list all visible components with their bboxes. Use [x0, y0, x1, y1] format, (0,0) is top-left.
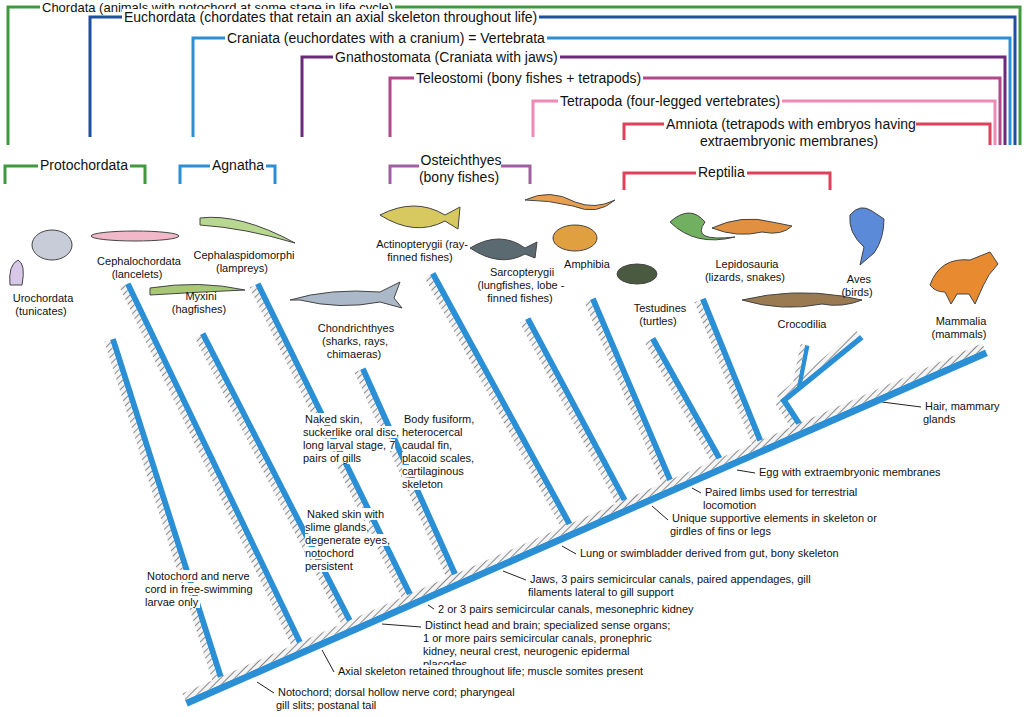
label-text: Reptilia: [696, 164, 747, 180]
label-text: Aves (birds): [841, 273, 874, 298]
branch-face: [185, 350, 988, 707]
branch-face: [182, 343, 985, 700]
label-text: Myxini (hagfishes): [172, 290, 228, 315]
group-label: Reptilia: [696, 164, 766, 181]
label-text: Naked skin with slime glands, degenerate…: [305, 508, 390, 572]
branch-face: [694, 300, 760, 450]
character-label: Axial skeleton retained throughout life;…: [336, 665, 676, 678]
taxon-label: Actinopterygii (ray-finned fishes): [366, 238, 476, 264]
group-label: Euchordata (chordates that retain an axi…: [122, 9, 642, 26]
label-text: Gnathostomata (Craniata with jaws): [333, 49, 560, 65]
taxon-label: Cephalaspidomorphi (lampreys): [183, 249, 303, 275]
character-label: Notochord and nerve cord in free-swimmin…: [145, 570, 253, 609]
label-text: Amphibia: [562, 258, 612, 270]
branch-face: [430, 272, 575, 531]
group-label: Craniata (euchordates with a cranium) = …: [225, 30, 645, 47]
character-label: Egg with extraembryonic membranes: [757, 466, 967, 479]
taxon-label: Myxini (hagfishes): [160, 290, 240, 316]
label-text: Lepidosauria (lizards, snakes): [705, 258, 787, 283]
cladogram-bars: [104, 272, 988, 706]
character-label: Hair, mammary glands: [923, 400, 1018, 426]
character-label: Unique supportive elements in skeleton o…: [670, 512, 905, 538]
label-text: Egg with extraembryonic membranes: [757, 466, 943, 478]
branch-face: [650, 337, 725, 466]
branch-face: [645, 340, 720, 469]
label-text: Mammalia (mammals): [932, 315, 989, 340]
label-text: Notochord; dorsal hollow nerve cord; pha…: [276, 686, 515, 711]
branch-face: [110, 338, 226, 685]
taxon-label: Chondrichthyes (sharks, rays, chimaeras): [300, 322, 410, 361]
branch-face: [255, 282, 415, 601]
branch-face: [700, 298, 766, 448]
animal-illustrations: [10, 194, 998, 308]
branch-face: [104, 340, 220, 687]
character-label: Lung or swimbladder derived from gut, bo…: [578, 547, 878, 560]
label-text: Sarcopterygii (lungfishes, lobe -finned …: [478, 266, 565, 304]
label-text: Cephalaspidomorphi (lampreys): [192, 249, 295, 274]
group-label: Amniota (tetrapods with embryos having e…: [640, 116, 940, 149]
character-label: 2 or 3 pairs semicircular canals, mesone…: [436, 603, 736, 616]
taxon-label: Urochordata (tunicates): [4, 292, 80, 318]
character-label: Jaws, 3 pairs semicircular canals, paire…: [528, 573, 833, 599]
label-text: Lung or swimbladder derived from gut, bo…: [578, 547, 841, 559]
group-label: Tetrapoda (four-legged vertebrates): [558, 93, 838, 110]
branch-face: [780, 335, 864, 404]
taxon-label: Testudines (turtles): [622, 302, 696, 328]
label-text: Paired limbs used for terrestrial locomo…: [703, 486, 857, 511]
branch-face: [425, 275, 570, 534]
group-brackets: [5, 7, 1020, 190]
group-label: Gnathostomata (Craniata with jaws): [333, 49, 633, 66]
label-text: Body fusiform, heterocercal caudal fin, …: [402, 413, 474, 490]
label-text: Urochordata (tunicates): [11, 292, 74, 317]
branch-face: [793, 344, 805, 386]
branch-face: [585, 300, 671, 490]
branch-face: [777, 331, 861, 400]
character-label: Distinct head and brain; specialized sen…: [423, 619, 678, 671]
label-text: Jaws, 3 pairs semicircular canals, paire…: [528, 573, 811, 598]
character-label: Body fusiform, heterocercal caudal fin, …: [402, 413, 490, 491]
label-text: Notochord and nerve cord in free-swimmin…: [145, 570, 253, 608]
label-text: Unique supportive elements in skeleton o…: [670, 512, 877, 537]
taxon-label: Mammalia (mammals): [922, 315, 998, 341]
label-text: Craniata (euchordates with a cranium) = …: [225, 30, 547, 46]
taxon-label: Lepidosauria (lizards, snakes): [700, 258, 792, 284]
taxon-label: Aves (birds): [828, 273, 888, 299]
branch-face: [250, 285, 410, 604]
character-label: Naked skin with slime glands, degenerate…: [305, 508, 405, 573]
label-text: Distinct head and brain; specialized sen…: [423, 619, 670, 670]
label-text: Protochordata: [38, 157, 130, 173]
label-text: Actinopterygii (ray-finned fishes): [374, 238, 468, 263]
label-text: Euchordata (chordates that retain an axi…: [122, 9, 539, 25]
character-label: Notochord; dorsal hollow nerve cord; pha…: [276, 686, 516, 712]
label-text: Testudines (turtles): [632, 302, 687, 327]
label-text: Naked skin, suckerlike oral disc, long l…: [303, 413, 399, 464]
group-label: Protochordata: [38, 157, 128, 174]
group-label: Osteichthyes (bony fishes): [405, 152, 515, 185]
label-text: 2 or 3 pairs semicircular canals, mesone…: [436, 603, 696, 615]
character-label: Paired limbs used for terrestrial locomo…: [703, 486, 903, 512]
label-text: Crocodilia: [776, 318, 829, 330]
label-text: Agnatha: [210, 157, 266, 173]
label-text: Amniota (tetrapods with embryos having e…: [664, 116, 916, 149]
label-text: Cephalochordata (lancelets): [95, 255, 181, 280]
group-label: Teleostomi (bony fishes + tetrapods): [414, 70, 714, 87]
taxon-label: Sarcopterygii (lungfishes, lobe -finned …: [466, 266, 576, 305]
taxon-label: Amphibia: [557, 258, 617, 271]
label-text: Axial skeleton retained throughout life;…: [336, 665, 645, 677]
label-text: Osteichthyes (bony fishes): [419, 152, 502, 185]
character-label: Naked skin, suckerlike oral disc, long l…: [303, 413, 399, 465]
label-text: Tetrapoda (four-legged vertebrates): [558, 93, 782, 109]
label-text: Hair, mammary glands: [923, 400, 1000, 425]
label-text: Chondrichthyes (sharks, rays, chimaeras): [316, 322, 394, 360]
label-text: Teleostomi (bony fishes + tetrapods): [414, 70, 643, 86]
group-label: Agnatha: [210, 157, 270, 174]
taxon-label: Cephalochordata (lancelets): [88, 255, 188, 281]
taxon-label: Crocodilia: [770, 318, 834, 331]
